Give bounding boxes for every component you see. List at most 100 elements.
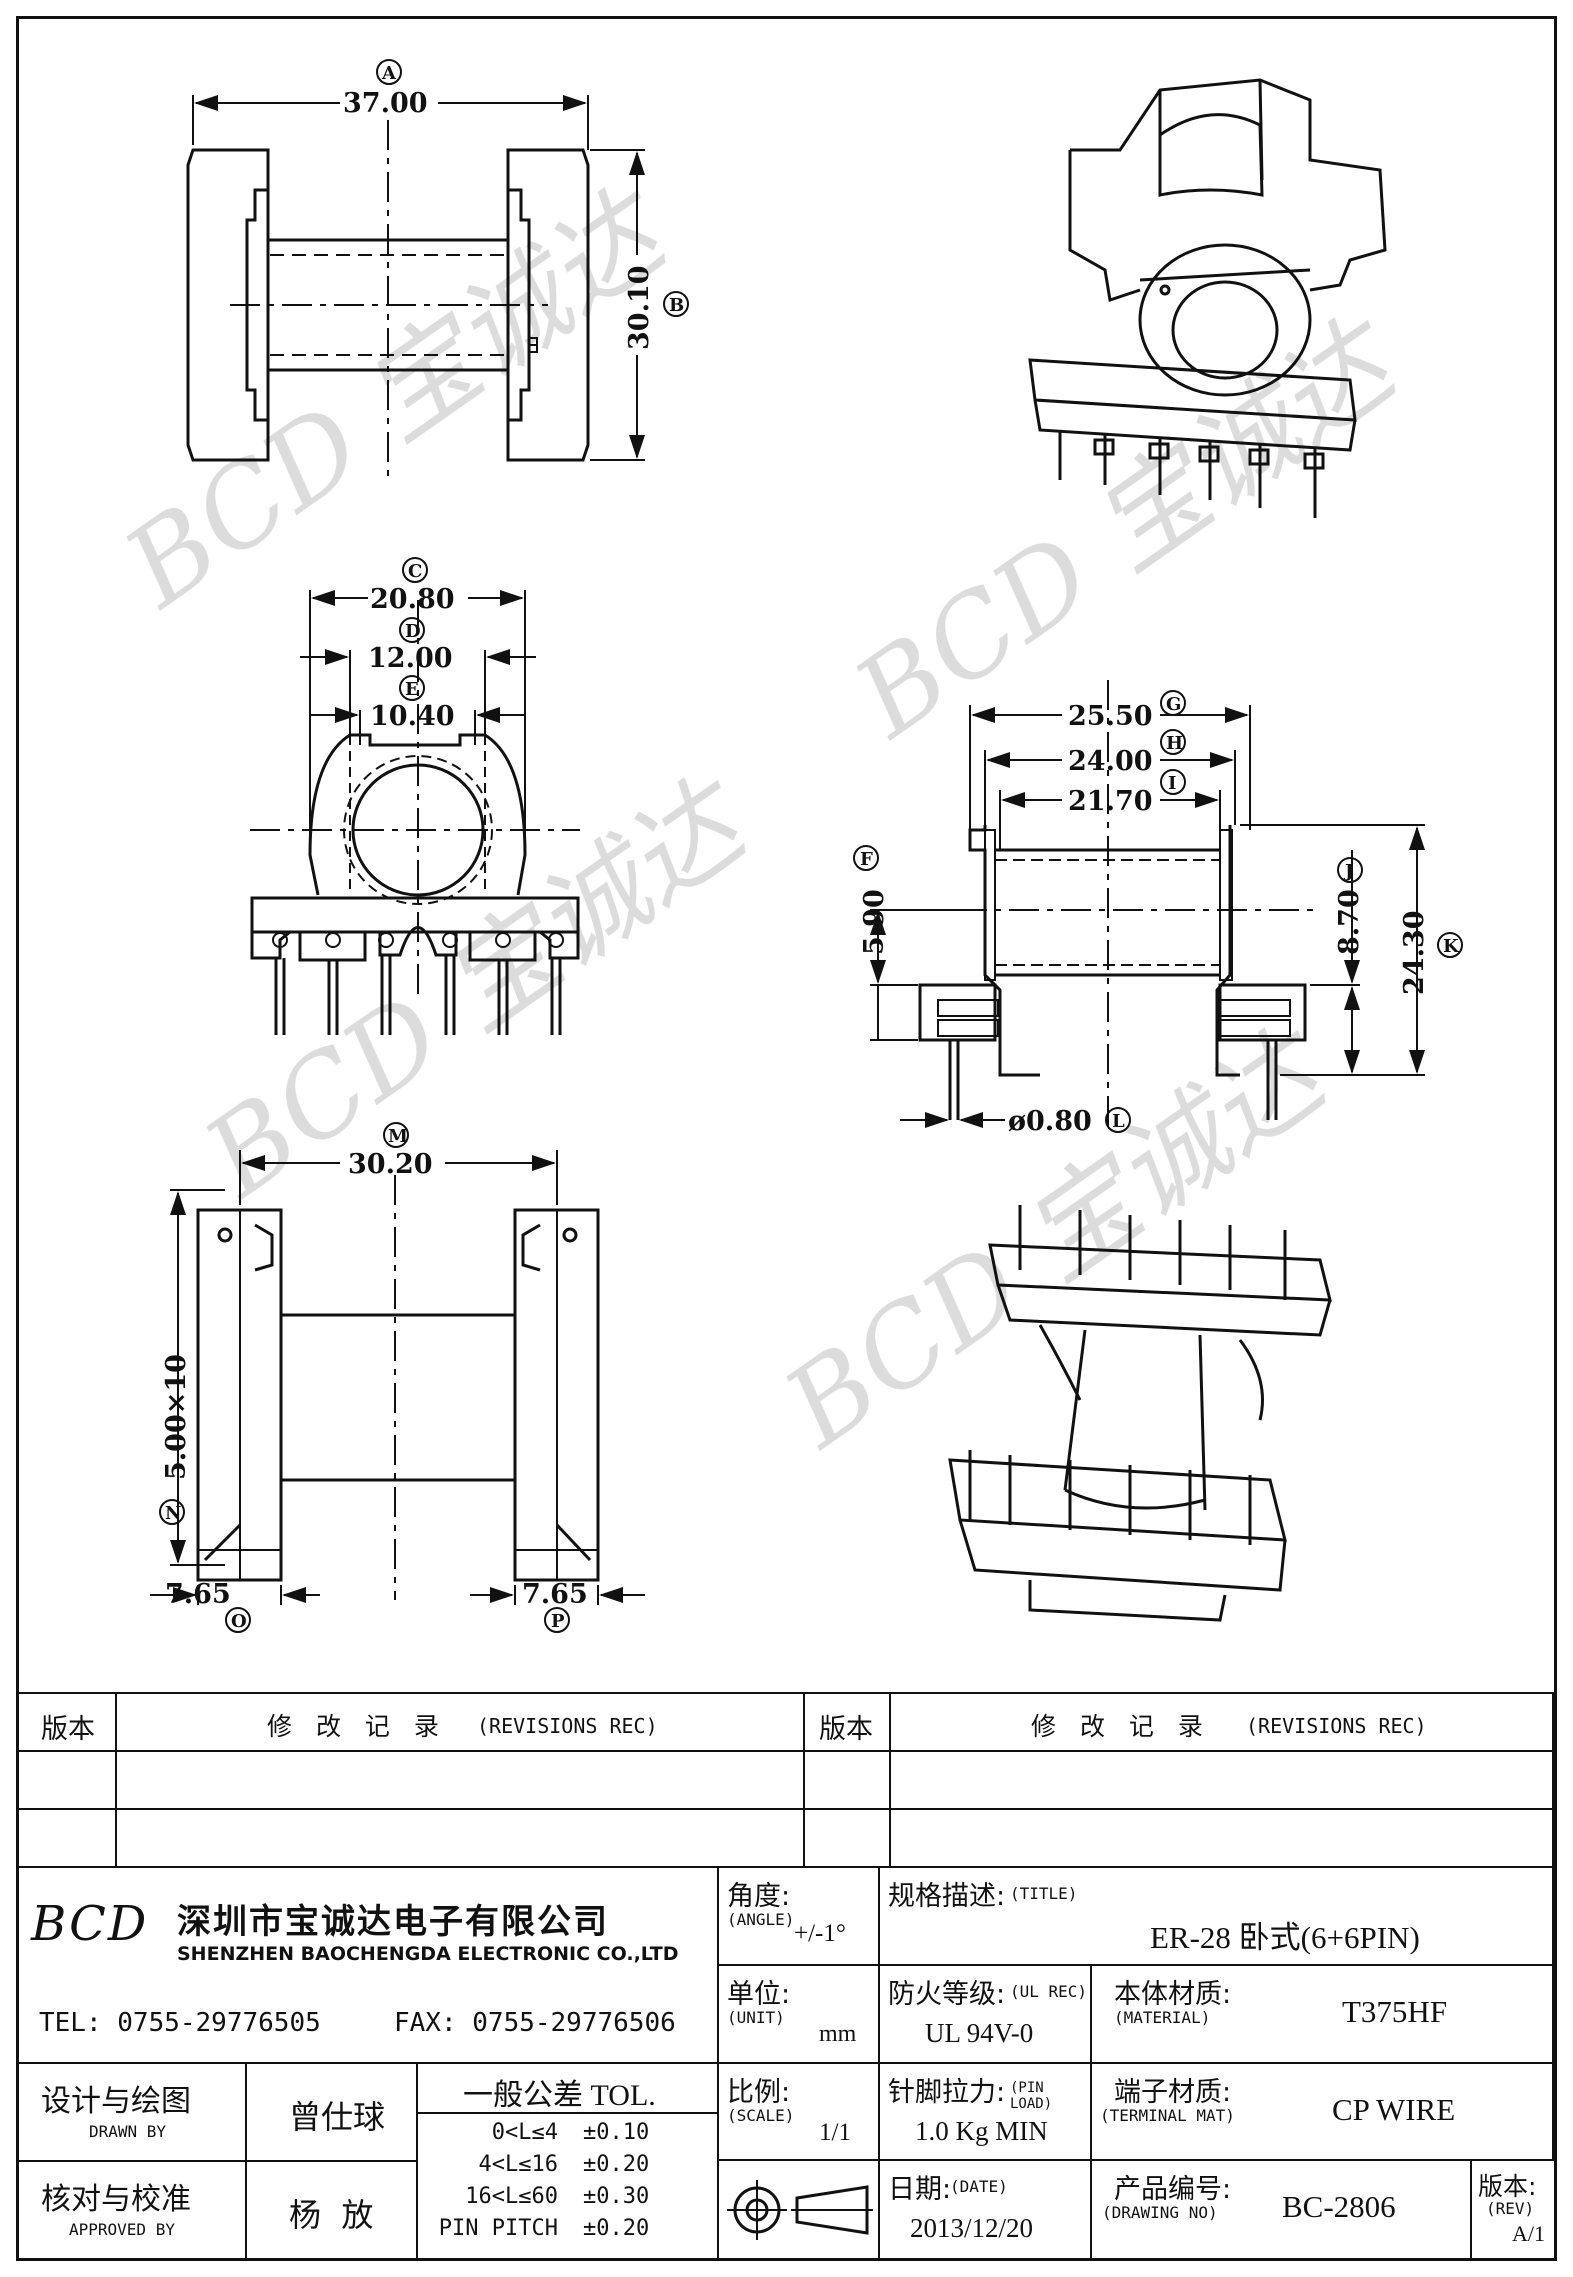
side-view bbox=[870, 680, 1425, 1130]
company-logo: BCD bbox=[31, 1896, 149, 1952]
tolerance-row: 0<L≤4 ±0.10 bbox=[491, 2120, 650, 2145]
company-fax: FAX: 0755-29776506 bbox=[394, 2008, 676, 2038]
dim-M-marker: M bbox=[388, 1126, 408, 1147]
angle-cell: 角度: (ANGLE) +/-1° bbox=[719, 1868, 880, 1966]
company-block: BCD 深圳市宝诚达电子有限公司 SHENZHEN BAOCHENGDA ELE… bbox=[19, 1868, 719, 2064]
tolerance-row: 4<L≤16 ±0.20 bbox=[478, 2152, 650, 2177]
dim-F-value: 5.90 bbox=[859, 889, 890, 955]
terminal-cell: 端子材质: (TERMINAL MAT) CP WIRE bbox=[1092, 2064, 1554, 2161]
scale-cell: 比例: (SCALE) 1/1 bbox=[719, 2064, 880, 2161]
tolerance-row: 16<L≤60 ±0.30 bbox=[465, 2184, 650, 2209]
approved-label-cell: 核对与校准 APPROVED BY bbox=[19, 2162, 247, 2258]
dim-A-value: 37.00 bbox=[343, 88, 428, 119]
dim-O-marker: O bbox=[231, 1611, 247, 1632]
dim-A: A 37.00 bbox=[343, 59, 428, 119]
dim-A-marker: A bbox=[381, 63, 397, 84]
rev-row-2-version-left bbox=[19, 1810, 117, 1868]
dim-B-value: 30.10 bbox=[624, 265, 655, 350]
company-name-en: SHENZHEN BAOCHENGDA ELECTRONIC CO.,LTD bbox=[177, 1943, 679, 1965]
pinload-cell: 针脚拉力: (PIN LOAD) 1.0 Kg MIN bbox=[880, 2064, 1092, 2161]
dim-C: C 20.80 bbox=[370, 557, 455, 615]
dim-N: 5.00×10 N bbox=[159, 1354, 192, 1525]
dim-I-value: 21.70 bbox=[1068, 786, 1153, 817]
dim-H-marker: H bbox=[1166, 733, 1183, 754]
drawn-name-cell: 曾仕球 bbox=[247, 2064, 418, 2162]
dim-L: ø0.80 L bbox=[1008, 1106, 1131, 1137]
dim-J: 8.70 J bbox=[1334, 857, 1365, 955]
drawn-label-cell: 设计与绘图 DRAWN BY bbox=[19, 2064, 247, 2162]
dim-E-marker: E bbox=[405, 679, 419, 700]
iso-view-upper bbox=[1028, 78, 1387, 518]
rev-header-record-right: 修 改 记 录 (REVISIONS REC) bbox=[891, 1692, 1554, 1752]
dim-C-marker: C bbox=[408, 561, 422, 582]
dim-H-value: 24.00 bbox=[1068, 746, 1153, 777]
dim-B: 30.10 B bbox=[624, 265, 689, 350]
drawing-area: BCD 宝诚达 BCD 宝诚达 BCD 宝诚达 BCD 宝诚达 A 37.00 bbox=[101, 59, 1463, 1633]
rev-row-1-record-left bbox=[117, 1752, 805, 1810]
dim-I: 21.70 I bbox=[1068, 769, 1186, 817]
rev-header-record-left: 修 改 记 录 (REVISIONS REC) bbox=[117, 1692, 805, 1752]
dim-N-value: 5.00×10 bbox=[161, 1354, 192, 1480]
rev-row-1-record-right bbox=[891, 1752, 1554, 1810]
company-tel: TEL: 0755-29776505 bbox=[39, 2008, 321, 2038]
dim-I-marker: I bbox=[1168, 773, 1176, 794]
projection-symbol-icon bbox=[727, 2180, 873, 2240]
rev-row-1-version-left bbox=[19, 1752, 117, 1810]
ul-cell: 防火等级: (UL REC) UL 94V-0 bbox=[880, 1966, 1092, 2064]
dim-P: 7.65 P bbox=[522, 1579, 588, 1633]
dim-M: M 30.20 bbox=[348, 1122, 433, 1180]
dim-G: 25.50 G bbox=[1068, 690, 1186, 732]
dim-O: 7.65 O bbox=[165, 1579, 251, 1633]
projection-symbol-cell bbox=[719, 2161, 880, 2258]
tolerance-row: PIN PITCH ±0.20 bbox=[438, 2216, 650, 2241]
title-block: 版本 修 改 记 录 (REVISIONS REC) 版本 修 改 记 录 (R… bbox=[19, 1692, 1554, 2258]
dim-J-marker: J bbox=[1343, 861, 1354, 882]
dim-L-marker: L bbox=[1112, 1111, 1125, 1132]
dim-B-marker: B bbox=[669, 295, 684, 316]
bottom-view bbox=[150, 1150, 645, 1605]
front-view bbox=[250, 590, 580, 1035]
dim-N-marker: N bbox=[165, 1503, 181, 1524]
rev-row-2-record-right bbox=[891, 1810, 1554, 1868]
rev-header-version-left: 版本 bbox=[19, 1692, 117, 1752]
date-cell: 日期: (DATE) 2013/12/20 bbox=[880, 2161, 1092, 2258]
rev-cell: 版本: (REV) A/1 bbox=[1478, 2172, 1545, 2246]
tolerance-table: 0<L≤4 ±0.10 4<L≤16 ±0.20 16<L≤60 ±0.30 P… bbox=[418, 2114, 719, 2258]
dim-E-value: 10.40 bbox=[370, 701, 455, 732]
rev-header-version-right: 版本 bbox=[805, 1692, 891, 1752]
dim-O-value: 7.65 bbox=[165, 1579, 231, 1610]
watermark-text-3: BCD 宝诚达 bbox=[181, 754, 774, 1223]
drawing-no-cell: 产品编号: (DRAWING NO) BC-2806 bbox=[1092, 2161, 1472, 2258]
top-view bbox=[186, 95, 645, 480]
drawing-frame bbox=[16, 16, 1557, 2261]
tolerance-title-cell: 一般公差 TOL. bbox=[418, 2064, 719, 2114]
dim-M-value: 30.20 bbox=[348, 1149, 433, 1180]
dim-G-marker: G bbox=[1166, 694, 1181, 715]
dim-G-value: 25.50 bbox=[1068, 701, 1153, 732]
watermark-text-4: BCD 宝诚达 bbox=[761, 1004, 1354, 1473]
unit-cell: 单位: (UNIT) mm bbox=[719, 1966, 880, 2064]
rev-row-2-version-right bbox=[805, 1810, 891, 1868]
dim-D: D 12.00 bbox=[368, 617, 453, 674]
dim-J-value: 8.70 bbox=[1334, 889, 1365, 955]
rev-row-1-version-right bbox=[805, 1752, 891, 1810]
dim-F-marker: F bbox=[860, 849, 873, 870]
watermark: BCD 宝诚达 BCD 宝诚达 BCD 宝诚达 BCD 宝诚达 bbox=[101, 164, 1424, 1473]
dim-F: 5.90 F bbox=[853, 845, 890, 955]
approved-name-cell: 杨 放 bbox=[247, 2162, 418, 2258]
company-name-cn: 深圳市宝诚达电子有限公司 bbox=[177, 1902, 609, 1942]
material-cell: 本体材质: (MATERIAL) T375HF bbox=[1092, 1966, 1554, 2064]
dim-K-marker: K bbox=[1443, 936, 1460, 957]
dim-D-value: 12.00 bbox=[368, 643, 453, 674]
iso-view-lower bbox=[948, 1205, 1332, 1622]
dim-C-value: 20.80 bbox=[370, 584, 455, 615]
dim-P-value: 7.65 bbox=[522, 1579, 588, 1610]
dim-L-value: ø0.80 bbox=[1008, 1106, 1092, 1137]
dim-E: E 10.40 bbox=[370, 675, 455, 732]
dim-K: 24.30 K bbox=[1399, 910, 1463, 995]
dim-D-marker: D bbox=[405, 621, 421, 642]
watermark-text-1: BCD 宝诚达 bbox=[101, 164, 694, 633]
title-cell: 规格描述: (TITLE) ER-28 卧式(6+6PIN) bbox=[880, 1868, 1554, 1966]
watermark-text-2: BCD 宝诚达 bbox=[831, 294, 1424, 763]
dim-H: 24.00 H bbox=[1068, 729, 1186, 777]
